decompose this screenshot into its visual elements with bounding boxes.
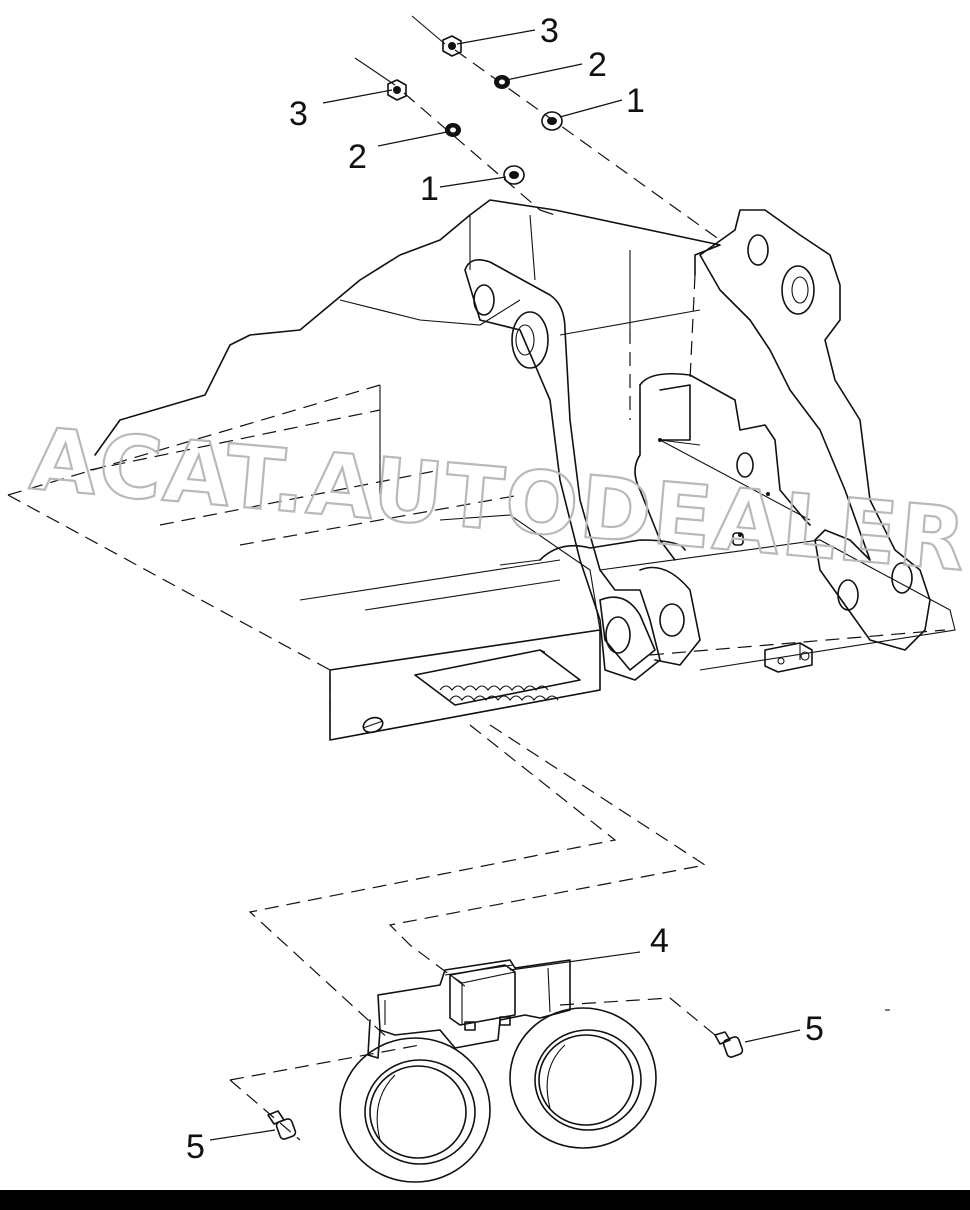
- lamp-assembly: 4: [339, 922, 669, 1183]
- callout-nut-upper: 3: [540, 12, 559, 50]
- flat-washer-lower: [503, 165, 525, 185]
- assembly-guide-lines: [229, 724, 716, 1141]
- bolt-right: 5: [714, 1010, 824, 1058]
- callout-washer-lower: 1: [420, 170, 439, 208]
- callout-nut-lower: 3: [289, 95, 308, 133]
- lock-washer-lower: [445, 123, 461, 137]
- flat-washer-upper: [541, 111, 563, 131]
- callout-lock-washer-lower: 2: [348, 138, 367, 176]
- watermark-text: ACAT.AUTODEALER.RU: [26, 410, 970, 607]
- bolt-left: 5: [186, 1110, 297, 1166]
- callout-bolt-right: 5: [805, 1010, 824, 1048]
- callout-washer-upper: 1: [626, 82, 645, 120]
- bottom-bar: [0, 1190, 970, 1210]
- callout-lamp-assembly: 4: [650, 922, 669, 960]
- lock-washer-upper: [494, 75, 510, 89]
- hex-nut-upper: [442, 35, 462, 57]
- callout-bolt-left: 5: [186, 1128, 205, 1166]
- callout-lock-washer-upper: 2: [588, 46, 607, 84]
- hardware-upper-stack: 3 2 1 3 2 1: [289, 12, 721, 241]
- frame-assembly: [7, 199, 956, 741]
- hex-nut-lower: [387, 79, 407, 101]
